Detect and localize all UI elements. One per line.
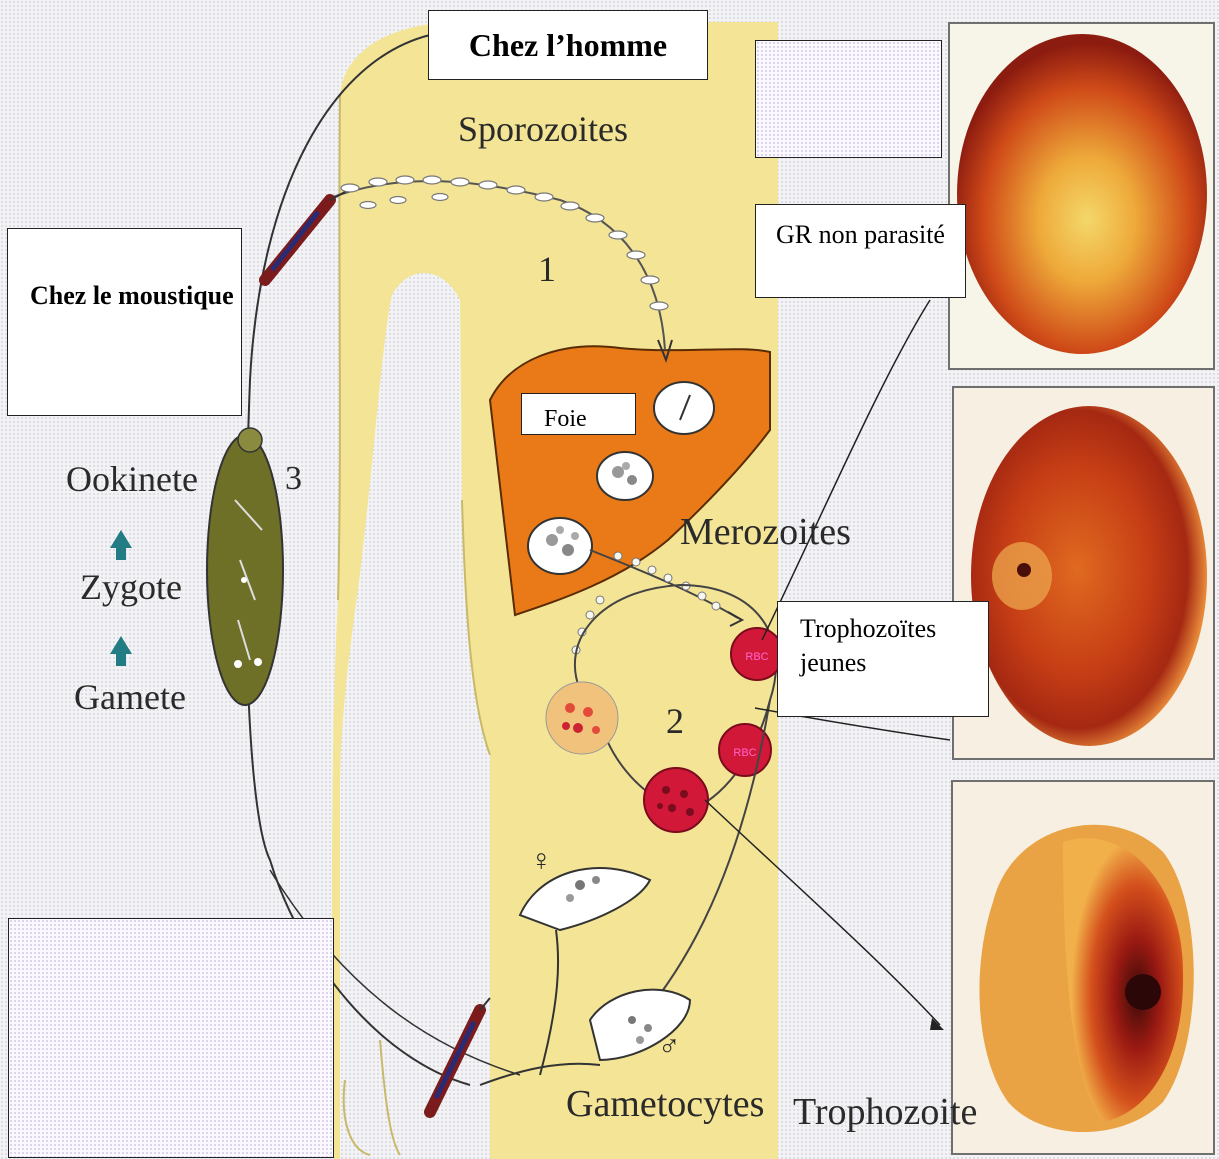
liver-cell-1 (654, 382, 714, 434)
mosquito-label-box: Chez le moustique (7, 228, 242, 416)
trophozoite-image (953, 782, 1213, 1153)
gametocytes-label: Gametocytes (566, 1082, 764, 1126)
male-symbol: ♂ (658, 1030, 681, 1064)
sporozoites-label: Sporozoites (458, 108, 628, 150)
schizont-rupture (546, 682, 618, 754)
red-blood-cell-2: RBC (719, 724, 771, 776)
red-blood-cell-1: RBC (731, 628, 783, 680)
up-arrow-icon-1 (110, 530, 132, 560)
trophozoites-jeunes-box: Trophozoïtes jeunes (777, 601, 989, 717)
uninfected-rbc-image (950, 24, 1213, 368)
empty-label-box-bottom (8, 918, 334, 1158)
red-blood-cell-schizont (644, 768, 708, 832)
micrograph-young-trophozoite (952, 386, 1215, 760)
gamete-label: Gamete (74, 676, 186, 718)
liver-cell-3 (528, 518, 592, 574)
empty-label-box-top (755, 40, 942, 158)
gr-non-parasite-box: GR non parasité (755, 204, 966, 298)
mosquito-top-icon (265, 192, 345, 280)
young-trophozoite-image (954, 388, 1213, 758)
stage-3-label: 3 (285, 460, 302, 498)
zygote-label: Zygote (80, 566, 182, 608)
rbc-label: RBC (733, 747, 756, 759)
stage-2-label: 2 (666, 700, 684, 742)
trophozoite-label: Trophozoite (793, 1090, 977, 1134)
liver-cell-2 (597, 452, 653, 500)
female-symbol: ♀ (530, 844, 553, 878)
ookinete-label: Ookinete (66, 458, 198, 500)
liver-label-box: Foie (521, 393, 636, 435)
rbc-label: RBC (745, 651, 768, 663)
mosquito-bottom-icon (430, 998, 490, 1112)
merozoites-label: Merozoites (680, 510, 851, 554)
human-title-box: Chez l’homme (428, 10, 708, 80)
mosquito-gut (207, 428, 283, 705)
micrograph-trophozoite (951, 780, 1215, 1155)
stage-1-label: 1 (538, 248, 556, 290)
up-arrow-icon-2 (110, 636, 132, 666)
micrograph-uninfected-rbc (948, 22, 1215, 370)
